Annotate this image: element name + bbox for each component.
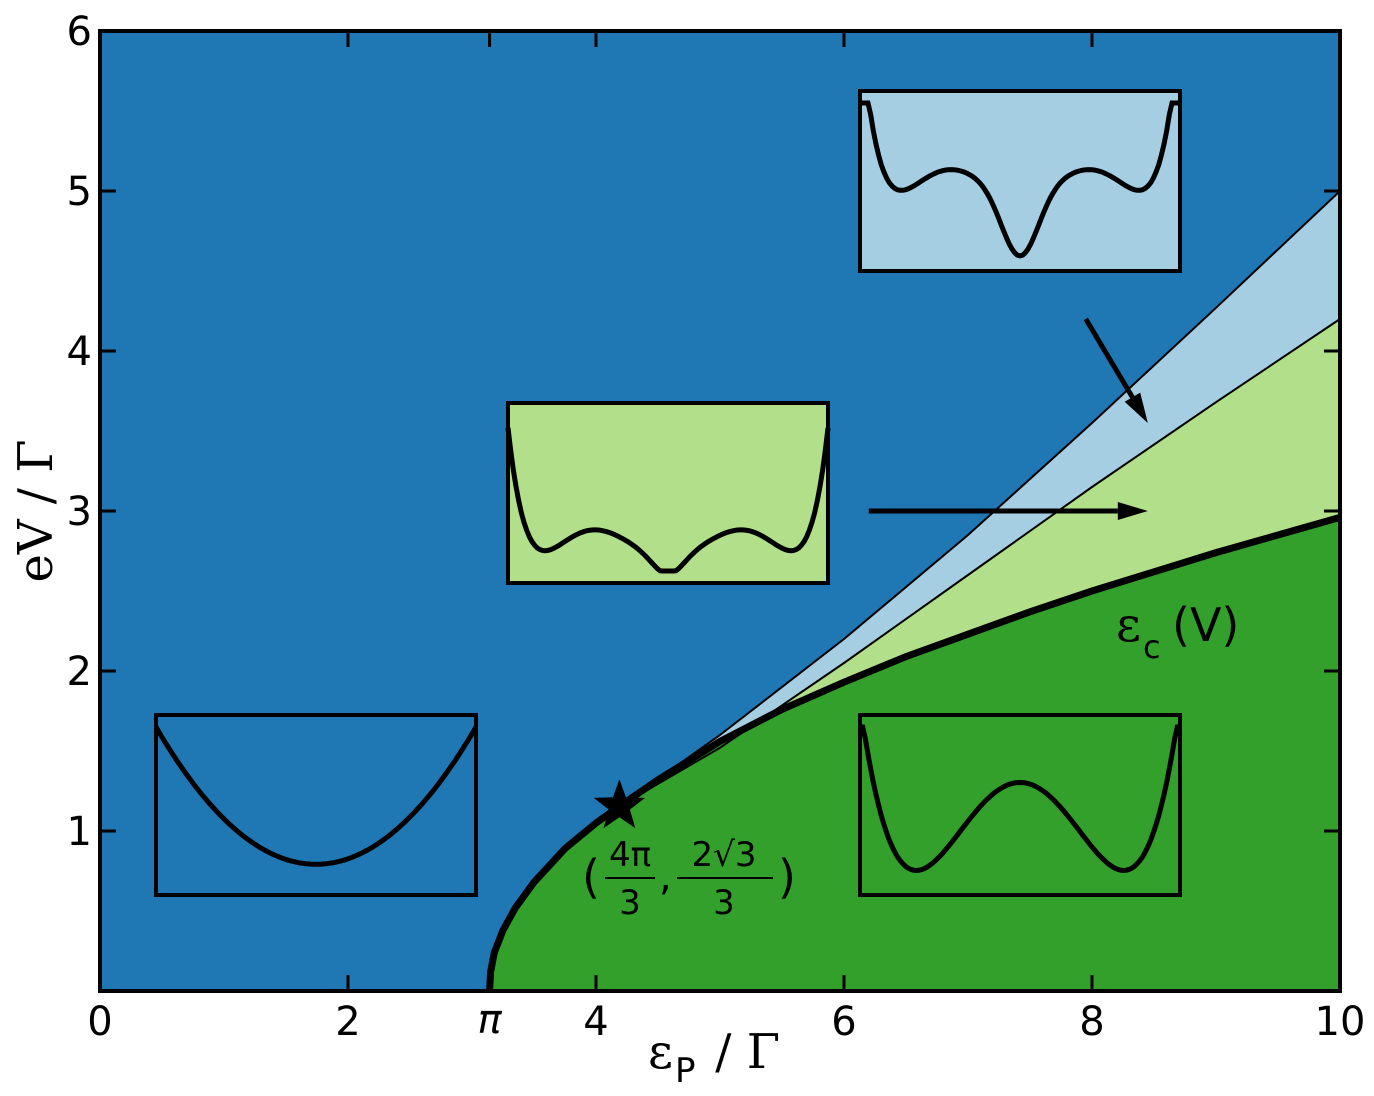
inset-box [506, 401, 830, 585]
curve-label-epsilon: ε [1116, 597, 1141, 653]
critical-point-label: ( 4π 3 , 2√3 3 ) [582, 835, 796, 923]
inset-potential-curve [153, 725, 479, 867]
inset-box [858, 89, 1182, 273]
arrow-head [1117, 502, 1148, 520]
inset-shallow-triple [505, 401, 831, 585]
arrow-head [1124, 392, 1148, 423]
x-title-sub: P [675, 1051, 696, 1091]
critical-label-open-paren: ( [582, 850, 600, 904]
critical-label-comma: , [659, 854, 672, 900]
arrow-shaft [1083, 317, 1135, 399]
x-tick-label: 6 [831, 999, 856, 1045]
critical-label-x-den: 3 [619, 883, 641, 923]
inset-potential-curve [860, 100, 1180, 259]
critical-label-y-den: 3 [713, 883, 735, 923]
x-title-epsilon: ε [648, 1024, 673, 1080]
y-tick-label: 3 [67, 489, 92, 535]
critical-point-star [593, 779, 646, 829]
x-tick-label: 10 [1315, 999, 1366, 1045]
potential-insets [153, 89, 1182, 897]
x-tick-label: 8 [1079, 999, 1104, 1045]
inset-double-well [858, 713, 1182, 897]
critical-label-x-num: 4π [609, 835, 651, 875]
y-axis-title: eV / Γ [8, 439, 64, 582]
x-tick-label: 2 [335, 999, 360, 1045]
critical-curve-label: ε c (V) [1116, 597, 1239, 666]
inset-potential-curve [505, 427, 831, 574]
critical-label-close-paren: ) [778, 850, 796, 904]
x-tick-label: 4 [583, 999, 608, 1045]
boundary-three-minima-line [619, 190, 1340, 808]
inset-box [154, 713, 478, 897]
y-tick-label: 1 [67, 809, 92, 855]
arrows [868, 317, 1148, 520]
y-tick-label: 5 [67, 169, 92, 215]
inset-deep-center [858, 89, 1182, 273]
y-tick-label: 6 [67, 9, 92, 55]
inset-potential-curve [860, 724, 1180, 874]
critical-curve [486, 514, 1340, 991]
x-title-rest: / Γ [700, 1024, 780, 1080]
inset-single-well [153, 713, 479, 897]
x-tick-label: 0 [87, 999, 112, 1045]
critical-label-y-num: 2√3 [692, 835, 757, 875]
x-axis-title: ε P / Γ [648, 1024, 780, 1091]
x-tick-label: π [478, 997, 503, 1043]
boundary-shallow-line [619, 318, 1340, 808]
inset-box [858, 713, 1182, 897]
y-tick-label: 2 [67, 649, 92, 695]
y-tick-label: 4 [67, 329, 92, 375]
curve-label-sub: c [1143, 628, 1161, 666]
curve-label-rest: (V) [1172, 598, 1239, 652]
